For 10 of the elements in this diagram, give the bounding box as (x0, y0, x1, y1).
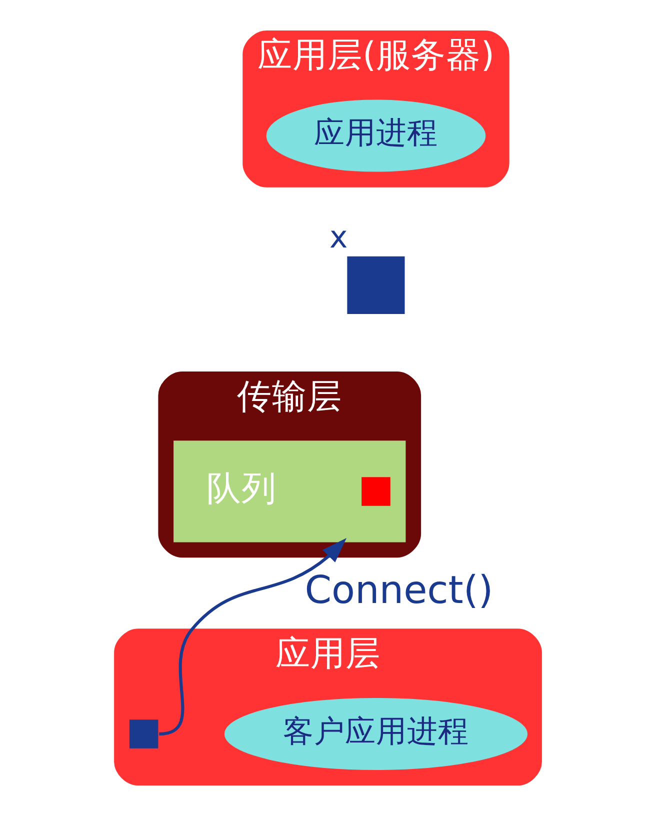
arrow (158, 538, 346, 736)
cluster (173, 440, 406, 542)
edge-label: Connect() (304, 568, 493, 613)
node-box (128, 720, 158, 748)
node-box (346, 256, 404, 314)
node-ellipse: 应用进程 (266, 100, 486, 172)
node-ellipse: 客户应用进程 (224, 698, 527, 770)
node-box (361, 477, 390, 506)
node-label: 队列 (206, 468, 276, 509)
node-label: x (328, 220, 348, 256)
